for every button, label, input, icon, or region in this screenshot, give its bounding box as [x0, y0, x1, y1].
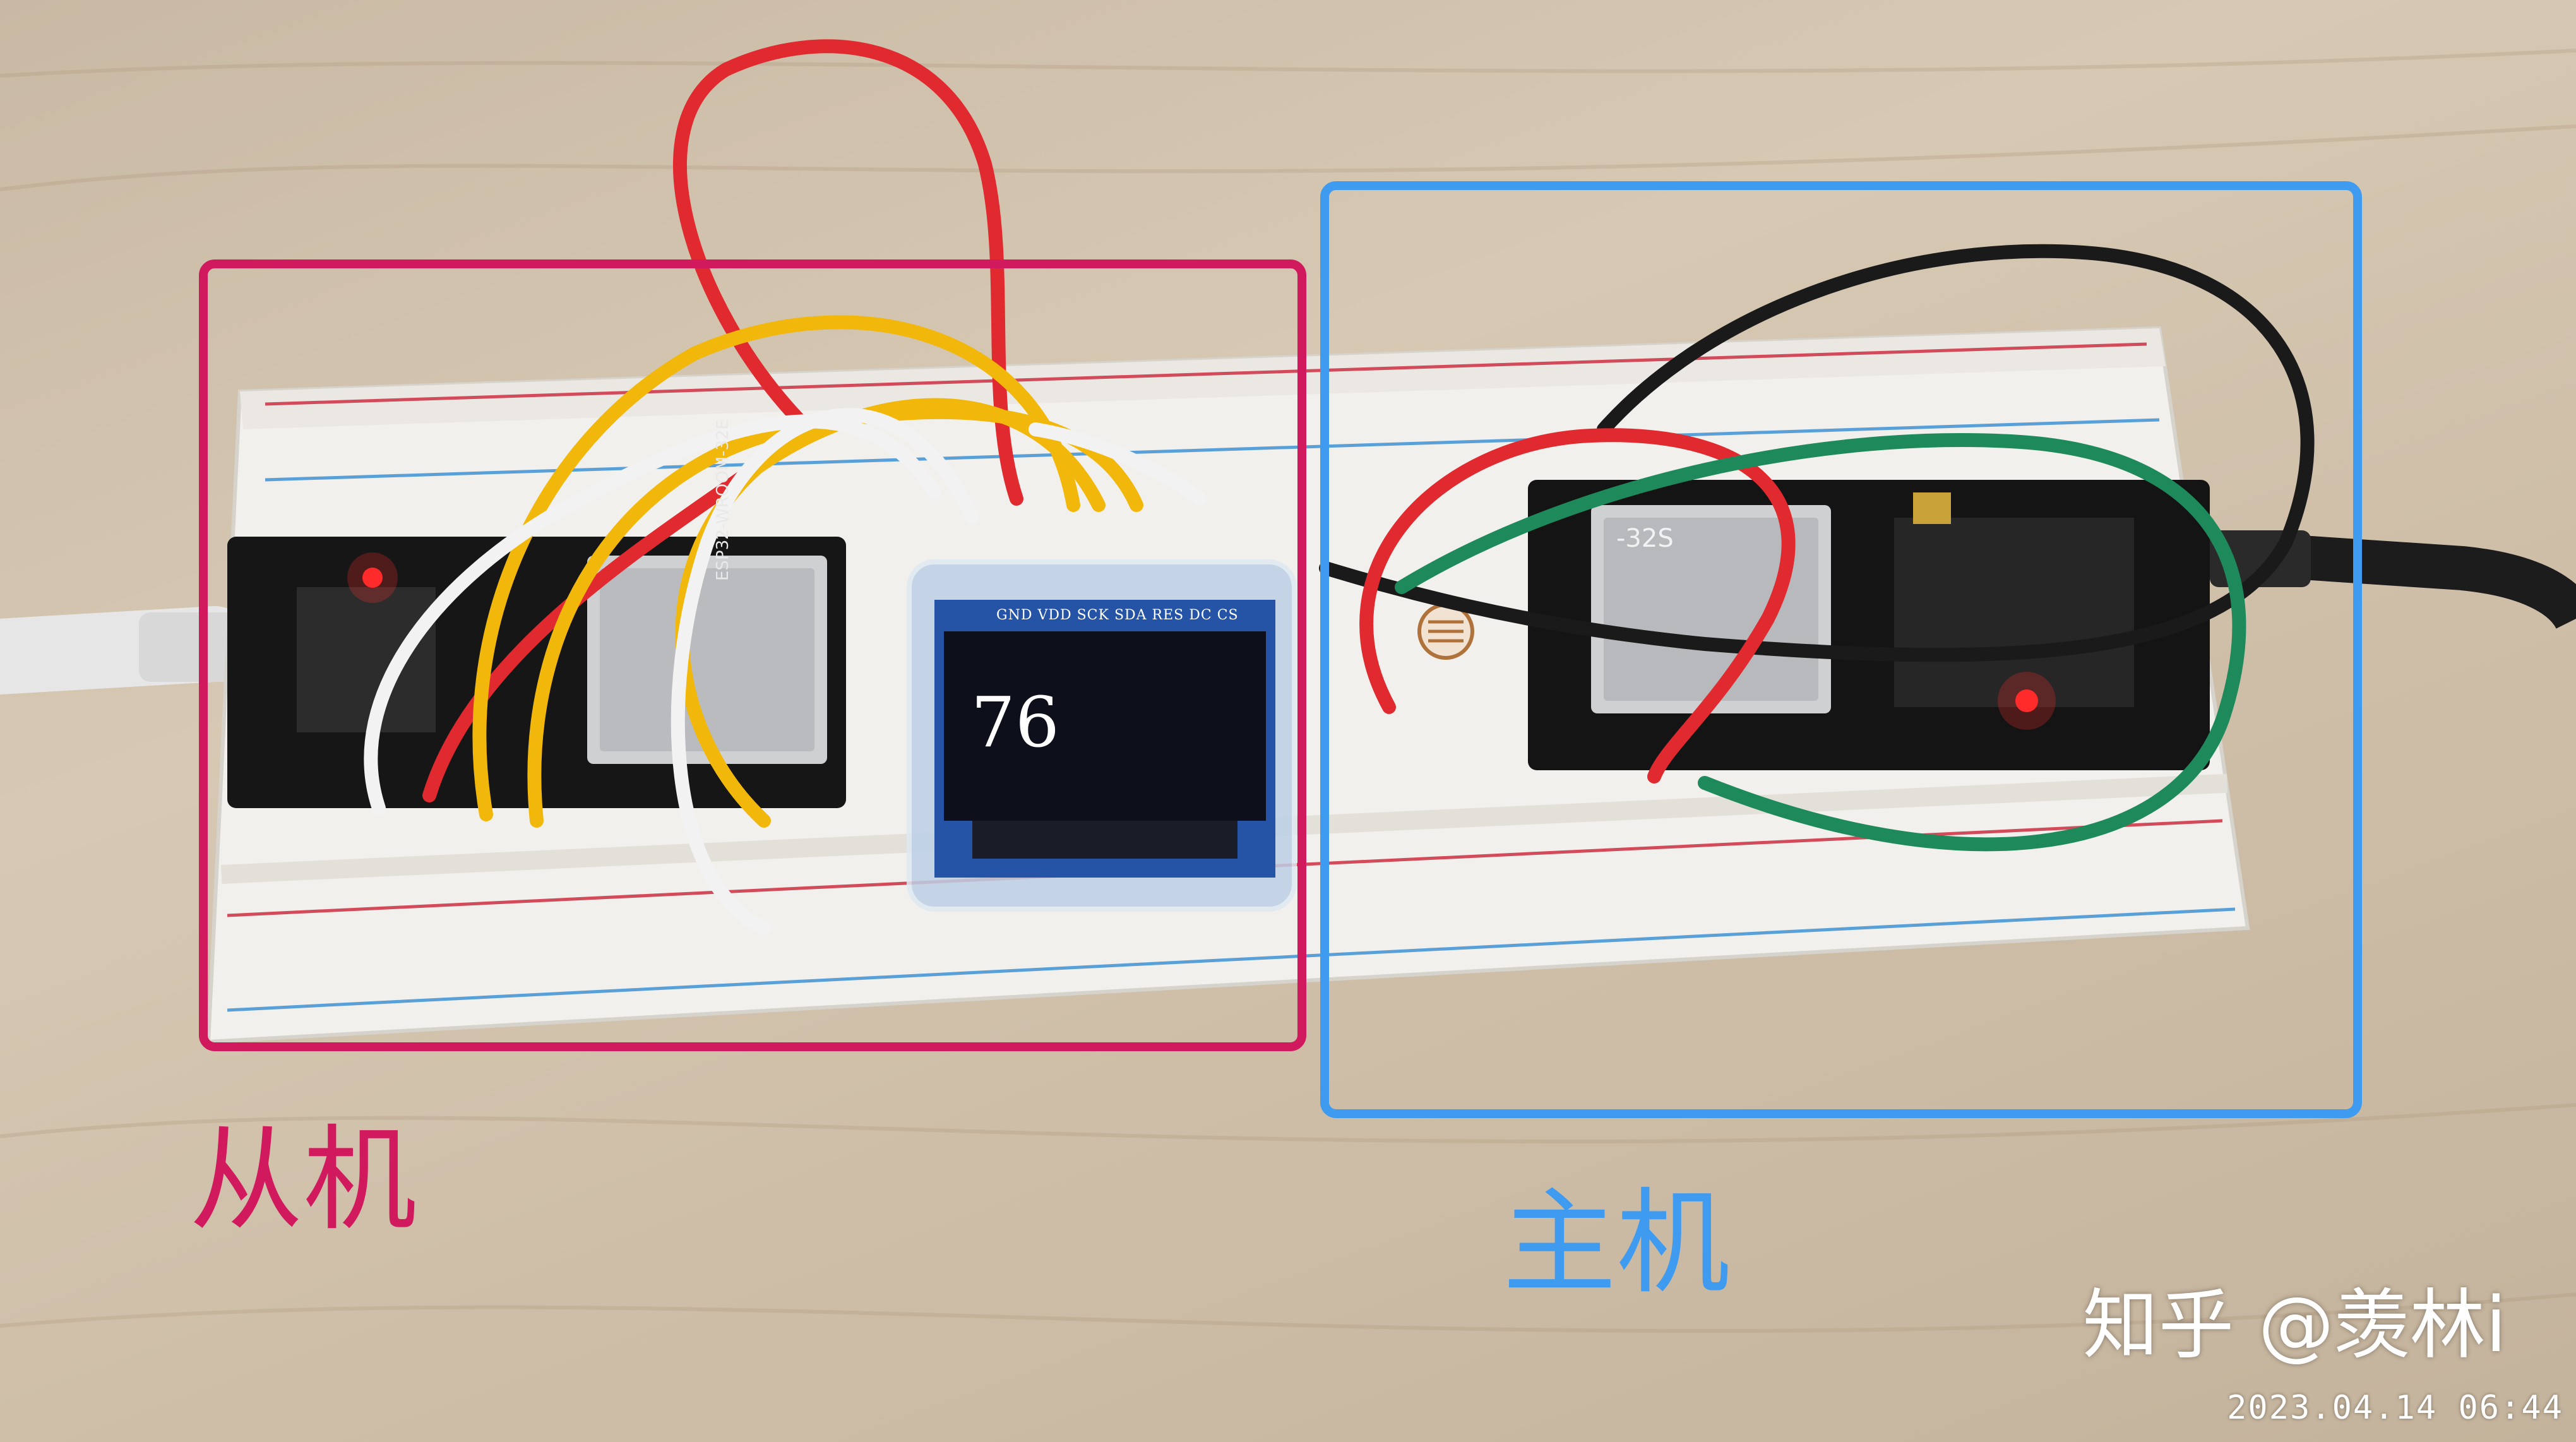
watermark-text: 知乎 @羡林i — [2082, 1282, 2507, 1369]
wire-black-loop — [1319, 244, 2315, 662]
wire-white-1 — [364, 414, 941, 815]
master-esp32-board — [1528, 480, 2210, 770]
oled-pin-labels: GND VDD SCK SDA RES DC CS — [996, 607, 1239, 623]
usb-cable-right — [2271, 533, 2576, 630]
slave-module-chip-label: ESP32-WROOM-32E — [713, 419, 732, 581]
photo-timestamp: 2023.04.14 06:44 — [2227, 1389, 2563, 1427]
wire-green — [1395, 433, 2246, 852]
master-module-chip-label: -32S — [1616, 524, 1674, 553]
table-texture — [0, 49, 2576, 1333]
master-wires — [1319, 244, 2315, 852]
wire-red-master — [1359, 428, 1796, 784]
photoresistor — [1417, 603, 1474, 660]
slave-wires — [364, 39, 1207, 935]
wire-white-3 — [1029, 422, 1207, 506]
oled-module — [907, 559, 1297, 912]
wire-white-2 — [671, 408, 979, 935]
oled-display-value: 76 — [971, 682, 1059, 763]
usb-plug-left — [139, 612, 246, 682]
master-label: 主机 — [1503, 1177, 1731, 1309]
slave-label: 从机 — [189, 1114, 417, 1246]
slave-highlight-box — [199, 259, 1306, 1051]
wire-red-loop — [673, 39, 1023, 506]
master-highlight-box — [1320, 181, 2362, 1118]
wire-yellow-1 — [472, 315, 1080, 821]
